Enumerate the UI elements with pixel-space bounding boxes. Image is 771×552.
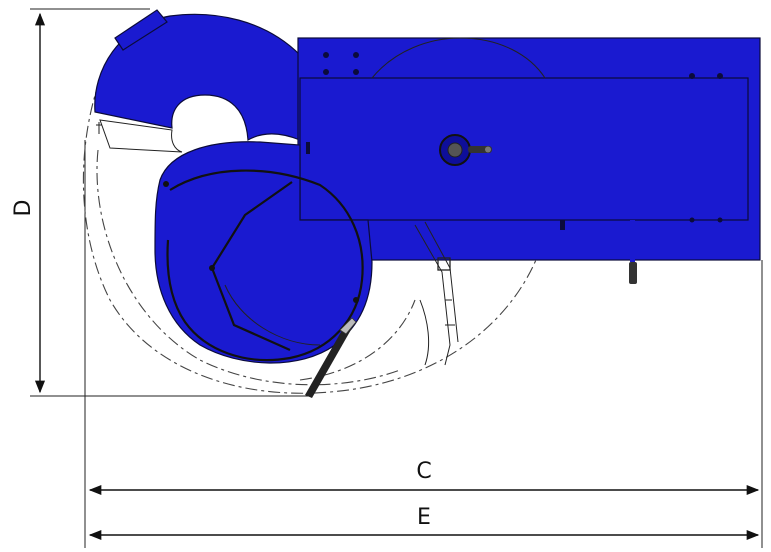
linkage-arm bbox=[414, 221, 459, 366]
center-knob bbox=[439, 134, 492, 166]
extension-lines bbox=[30, 8, 763, 548]
dimension-e: E bbox=[88, 505, 760, 541]
dimension-c: C bbox=[88, 459, 760, 496]
handles bbox=[305, 220, 637, 398]
lower-housing bbox=[154, 141, 373, 364]
upper-hood bbox=[94, 9, 306, 153]
main-body bbox=[297, 37, 761, 261]
dimension-e-label: E bbox=[417, 505, 431, 530]
dimension-c-label: C bbox=[416, 459, 431, 484]
dimension-d: D bbox=[11, 12, 46, 394]
dimension-d-label: D bbox=[11, 200, 36, 217]
